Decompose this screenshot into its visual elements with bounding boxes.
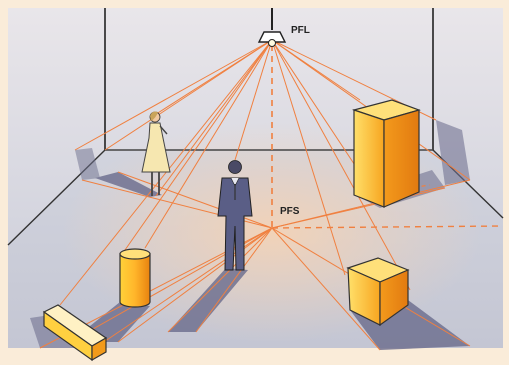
light-ray: [234, 39, 273, 161]
cylinder-top: [119, 248, 151, 260]
woman-figure: [141, 111, 171, 196]
man-body: [217, 177, 253, 271]
label-pfs: PFS: [280, 206, 300, 217]
light-ray: [124, 39, 273, 251]
woman-wall-shadow: [75, 148, 100, 180]
tall-box-wall-shadow: [436, 120, 470, 185]
tall-box-side: [383, 109, 420, 208]
woman-dress: [141, 122, 171, 173]
man-shadow: [168, 268, 248, 332]
cylinder-body: [119, 253, 151, 308]
cube-side: [379, 269, 409, 327]
floor-ray: [271, 179, 471, 229]
light-ray: [144, 39, 273, 249]
light-ray: [271, 39, 411, 291]
lamp-bulb: [268, 39, 276, 47]
woman-arm: [159, 125, 168, 135]
light-ray: [149, 39, 273, 119]
man-figure: [217, 160, 253, 271]
light-ray: [271, 39, 346, 276]
label-pfl: PFL: [291, 25, 310, 36]
woman-shadow: [95, 172, 162, 197]
cube: [346, 257, 410, 327]
light-ray: [74, 39, 273, 151]
floor-ray: [271, 227, 381, 351]
cylinder: [119, 248, 151, 308]
bench: [42, 304, 108, 362]
tall-box-front: [353, 109, 385, 208]
light-ray: [155, 39, 273, 197]
woman-hair: [150, 111, 158, 121]
floor-ray: [167, 227, 273, 333]
floor-ray: [117, 171, 273, 229]
lamp-shade: [257, 31, 287, 43]
floor-ray: [117, 227, 273, 343]
floor-ray: [195, 227, 273, 333]
tall-box: [351, 99, 421, 208]
floor-dashed-line: [271, 225, 504, 229]
man-head: [228, 160, 242, 174]
bench-side: [91, 336, 107, 362]
lamp: [257, 8, 287, 47]
